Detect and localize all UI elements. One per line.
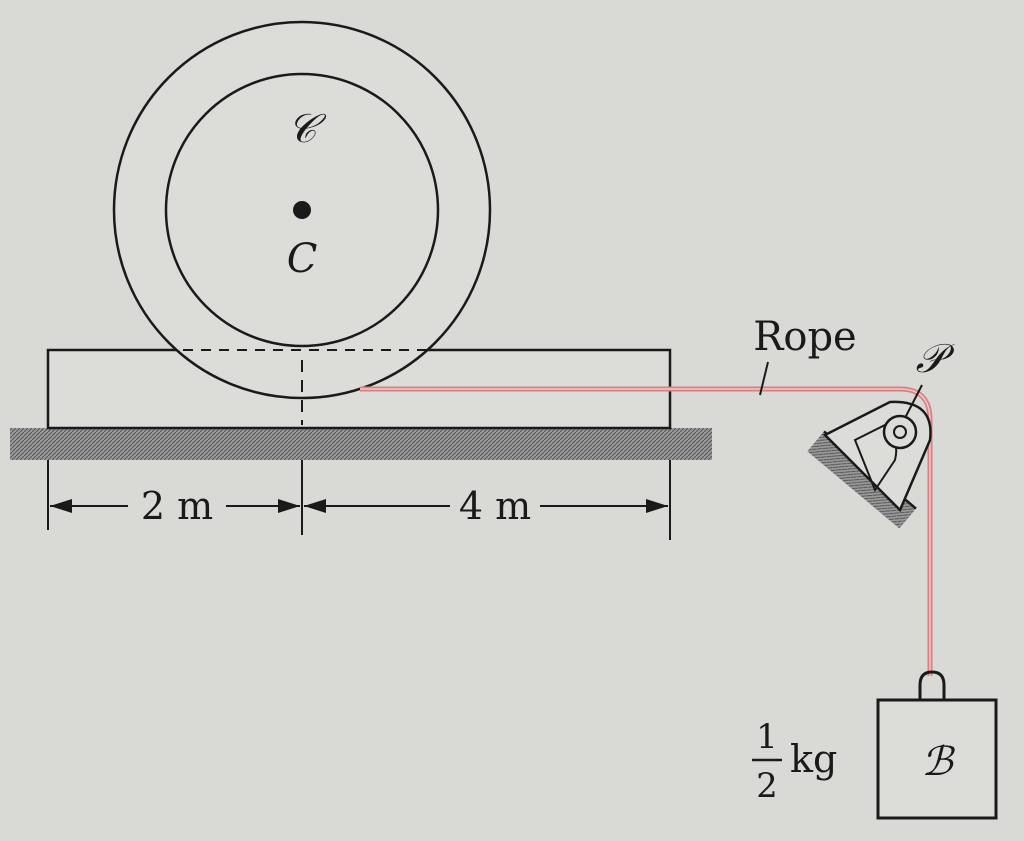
rope-leader: [759, 361, 769, 396]
wheel-inner-rim: [164, 72, 440, 348]
rope-core: [360, 388, 931, 676]
dim-right-label: 4 m: [459, 484, 531, 528]
mass-numerator: 1: [756, 717, 778, 757]
ground-hatch: [10, 428, 712, 460]
center-label: C: [287, 236, 318, 282]
pulley-wheel: [882, 414, 918, 450]
dim-right-arrow: [304, 499, 668, 513]
block-hook: [918, 670, 946, 700]
block-label: ℬ: [921, 739, 955, 785]
mass-denominator: 2: [756, 766, 778, 806]
dim-left-arrow: [50, 499, 300, 513]
block-b: [876, 698, 998, 820]
pulley-leader: [904, 384, 923, 419]
pulley-axle: [893, 425, 907, 439]
mass-unit: kg: [790, 737, 837, 781]
wheel-center-dot: [293, 201, 311, 219]
dim-left-label: 2 m: [141, 484, 213, 528]
rope-label: Rope: [753, 314, 856, 360]
pulley-label: 𝒫: [916, 336, 956, 382]
